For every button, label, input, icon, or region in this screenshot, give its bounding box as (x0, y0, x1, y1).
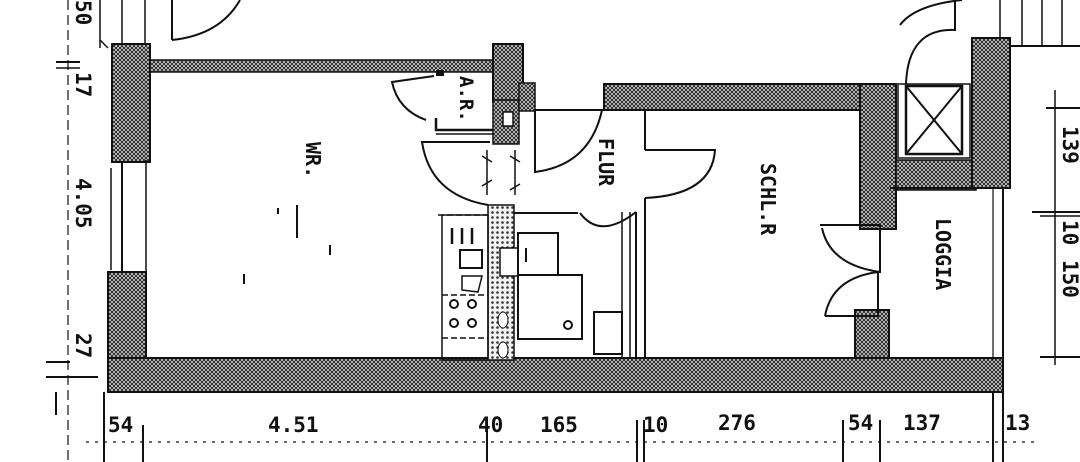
room-label-loggia: LOGGIA (931, 218, 955, 290)
dimension-lines (46, 0, 1080, 462)
corridor-markers (481, 150, 521, 195)
dim-label: 4.05 (71, 178, 95, 229)
dim-label: 165 (540, 413, 578, 437)
room-label-wr: WR. (301, 142, 325, 178)
wr-marks (243, 205, 331, 284)
dim-label: 17 (71, 72, 95, 97)
room-label-flur: FLUR (594, 138, 618, 187)
doors (171, 0, 963, 317)
kitchen (441, 212, 631, 361)
room-label-schlr: SCHL.R (756, 163, 780, 236)
shaft-box (897, 83, 971, 159)
dimension-labels-bottom: 54 4.51 40 165 10 276 54 137 13 (108, 411, 1030, 437)
dim-label: 27 (71, 333, 95, 358)
dim-label: 10 (1058, 220, 1080, 245)
dim-label: 40 (478, 413, 503, 437)
dim-label: 137 (903, 411, 941, 435)
dim-label: 150 (1058, 260, 1080, 298)
dim-label: 10 (643, 413, 668, 437)
walls (107, 37, 1011, 393)
dimension-labels-right: 139 10 150 (1058, 126, 1080, 298)
interior-lines (121, 0, 1080, 360)
dimension-labels-left: 50 17 4.05 27 (71, 0, 95, 358)
room-label-ar: A.R. (455, 76, 477, 122)
dim-label: 139 (1058, 126, 1080, 164)
dim-label: 54 (848, 411, 873, 435)
dim-label: 13 (1005, 411, 1030, 435)
dim-label: 50 (71, 0, 95, 25)
room-labels: WR. A.R. FLUR SCHL.R LOGGIA (301, 76, 955, 290)
window-left (110, 160, 147, 272)
dim-label: 54 (108, 413, 133, 437)
dim-label: 276 (718, 411, 756, 435)
dim-label: 4.51 (268, 413, 319, 437)
